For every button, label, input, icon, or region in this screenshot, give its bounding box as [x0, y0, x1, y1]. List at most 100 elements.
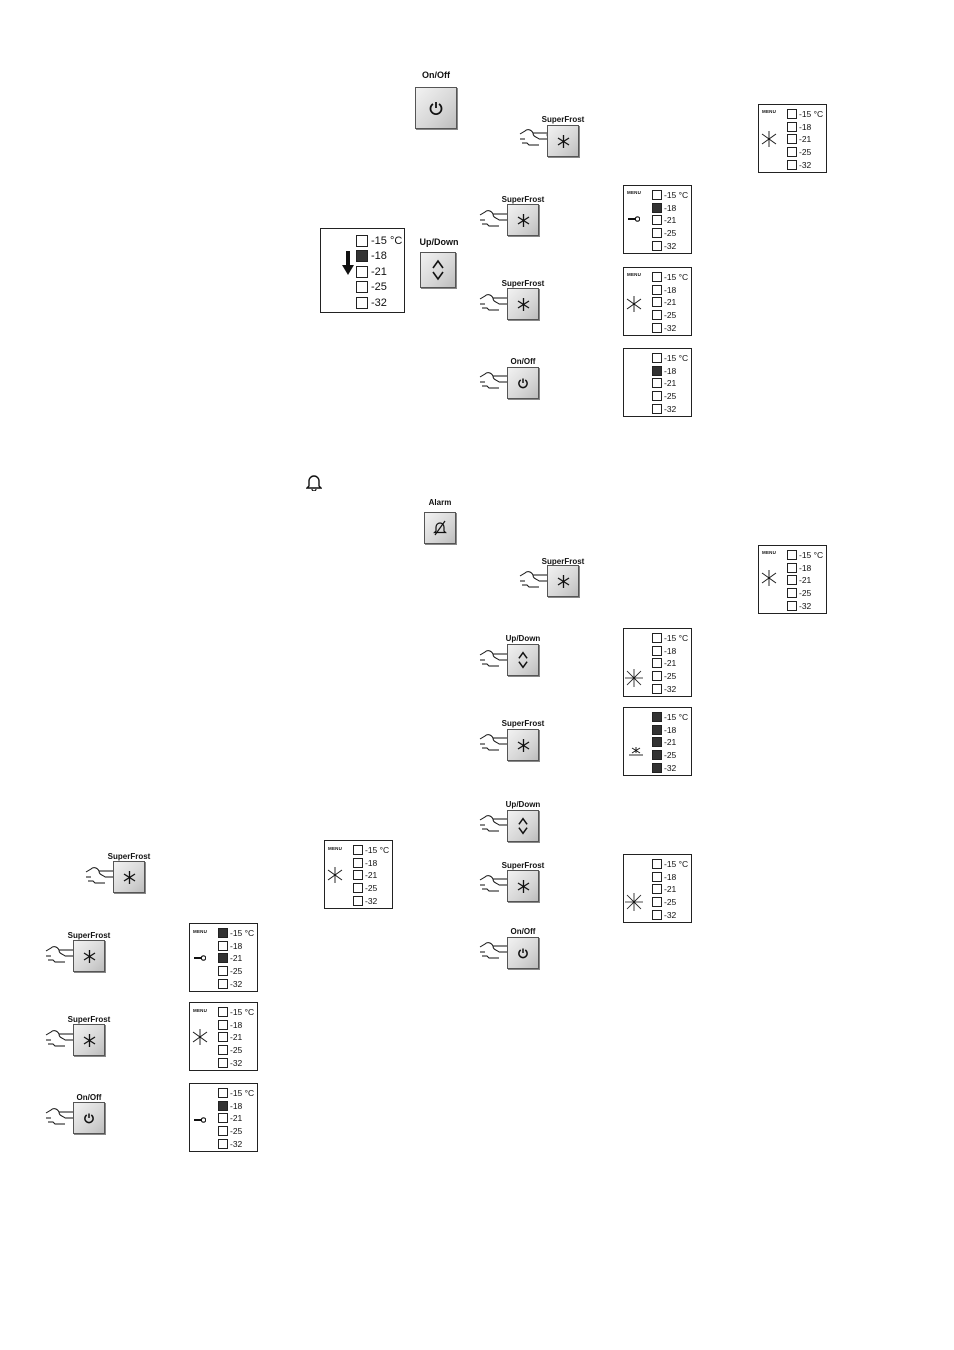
snowflake-icon — [517, 213, 529, 227]
temperature-label: -32 — [799, 600, 812, 611]
temperature-segment — [356, 234, 368, 247]
temperature-row: -21 — [652, 883, 688, 896]
superfrost-label: SuperFrost — [501, 195, 545, 204]
temperature-row: -21 — [218, 1031, 254, 1044]
temperature-label: -18 — [365, 857, 378, 868]
temperature-segment — [652, 671, 662, 682]
temperature-segment — [353, 870, 363, 881]
blinking-snowflake-icon — [625, 669, 643, 687]
alarm-button[interactable] — [424, 512, 456, 544]
temperature-label: -25 — [230, 1045, 243, 1056]
temperature-row: -15 °C — [353, 844, 389, 857]
temperature-row: -21 — [787, 133, 823, 146]
menu-label: MENU — [193, 929, 208, 934]
temperature-row: -21 — [218, 1112, 254, 1125]
superfrost-button[interactable] — [113, 861, 145, 893]
menu-label: MENU — [627, 272, 642, 277]
temperature-scale: -15 °C -18 -21 -25 -32 — [652, 271, 688, 334]
temperature-segment — [652, 297, 662, 308]
superfrost-label: SuperFrost — [67, 1015, 111, 1024]
superfrost-button[interactable] — [507, 204, 539, 236]
up-down-arrows-icon — [432, 259, 444, 281]
temperature-segment — [652, 859, 662, 870]
on-off-button[interactable] — [415, 87, 457, 129]
blinking-snowflake-icon — [625, 893, 643, 911]
temperature-row: -32 — [652, 402, 688, 415]
superfrost-label: SuperFrost — [501, 279, 545, 288]
temperature-segment — [652, 871, 662, 882]
superfrost-button[interactable] — [547, 565, 579, 597]
temperature-segment — [652, 353, 662, 364]
temperature-row: -18 — [652, 284, 688, 297]
temperature-label: -21 — [664, 737, 677, 748]
superfrost-button[interactable] — [507, 729, 539, 761]
alarm-label: Alarm — [428, 498, 452, 507]
temperature-label: -25 — [664, 310, 677, 321]
temperature-row: -18 — [787, 121, 823, 134]
temperature-scale: -15 °C -18 -21 -25 -32 — [652, 632, 688, 695]
temperature-segment — [652, 310, 662, 321]
superfrost-button[interactable] — [73, 940, 105, 972]
temperature-label: -25 — [664, 228, 677, 239]
temperature-segment — [787, 134, 797, 145]
superfrost-button[interactable] — [507, 870, 539, 902]
menu-label: MENU — [762, 109, 777, 114]
temperature-row: -15 °C — [652, 711, 688, 724]
pointing-hand-icon — [45, 942, 77, 971]
power-icon — [518, 948, 528, 959]
temperature-segment — [652, 683, 662, 694]
temperature-row: -32 — [353, 894, 389, 907]
up-down-button[interactable] — [507, 644, 539, 676]
temperature-label: -21 — [664, 297, 677, 308]
temperature-label: -25 — [230, 966, 243, 977]
temperature-row: -21 — [652, 377, 688, 390]
temperature-segment — [787, 575, 797, 586]
temperature-segment — [353, 895, 363, 906]
on-off-button[interactable] — [507, 367, 539, 399]
blinking-snowflake-icon — [192, 1029, 208, 1045]
temperature-label: -18 — [230, 940, 243, 951]
up-down-button[interactable] — [507, 810, 539, 842]
temperature-row: -32 — [652, 908, 688, 921]
temperature-row: -25 — [218, 965, 254, 978]
temperature-label: -21 — [230, 1113, 243, 1124]
menu-label: MENU — [627, 190, 642, 195]
superfrost-button[interactable] — [73, 1024, 105, 1056]
temperature-row: -25 — [652, 670, 688, 683]
on-off-button[interactable] — [507, 937, 539, 969]
temperature-row: -15 °C — [652, 858, 688, 871]
temperature-segment-on — [218, 1100, 228, 1111]
pointing-hand-icon — [45, 1026, 77, 1055]
temperature-row: -25 — [652, 896, 688, 909]
temperature-label: -18 — [664, 365, 677, 376]
superfrost-button[interactable] — [507, 288, 539, 320]
temperature-label: -18 — [799, 121, 812, 132]
temperature-label: -18 — [230, 1100, 243, 1111]
temperature-label: -25 — [371, 281, 387, 294]
temperature-scale: -15 °C -18 -21 -25 -32 — [218, 1087, 254, 1150]
temperature-segment — [652, 884, 662, 895]
temperature-row: -25 — [356, 280, 402, 296]
temperature-label: -32 — [230, 978, 243, 989]
temperature-label: -25 — [799, 147, 812, 158]
bell-crossed-icon — [433, 520, 447, 536]
temperature-segment — [218, 1019, 228, 1030]
menu-label: MENU — [193, 1008, 208, 1013]
temperature-label: -25 — [365, 883, 378, 894]
temperature-label: -21 — [664, 884, 677, 895]
on-off-button[interactable] — [73, 1102, 105, 1134]
temperature-segment — [652, 322, 662, 333]
temperature-row: -25 — [353, 882, 389, 895]
on-off-label: On/Off — [422, 70, 450, 80]
temperature-segment — [218, 1007, 228, 1018]
up-down-button[interactable] — [420, 252, 456, 288]
temperature-segment — [652, 633, 662, 644]
blinking-snowflake-icon — [761, 570, 777, 586]
superfrost-label: SuperFrost — [501, 861, 545, 870]
temperature-label: -32 — [664, 762, 677, 773]
superfrost-button[interactable] — [547, 125, 579, 157]
temperature-row: -32 — [652, 239, 688, 252]
superfrost-label: SuperFrost — [541, 115, 585, 124]
temperature-row: -15 °C — [652, 189, 688, 202]
superfrost-label: SuperFrost — [107, 852, 151, 861]
